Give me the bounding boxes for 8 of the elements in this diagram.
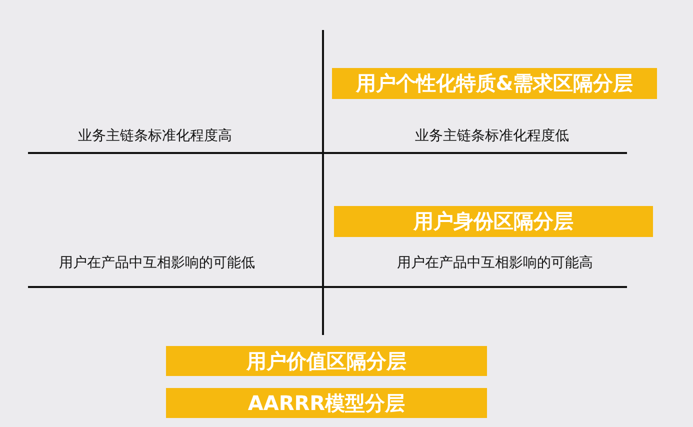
segmentation-banner: 用户个性化特质&需求区隔分层 <box>332 68 657 99</box>
segmentation-banner: 用户身份区隔分层 <box>334 206 653 237</box>
segmentation-banner: AARRR模型分层 <box>166 388 487 418</box>
quadrant-label: 业务主链条标准化程度高 <box>78 127 232 145</box>
quadrant-label: 业务主链条标准化程度低 <box>415 127 569 145</box>
segmentation-banner: 用户价值区隔分层 <box>166 346 487 376</box>
quadrant-label: 用户在产品中互相影响的可能高 <box>397 254 593 272</box>
quadrant-label: 用户在产品中互相影响的可能低 <box>59 254 255 272</box>
